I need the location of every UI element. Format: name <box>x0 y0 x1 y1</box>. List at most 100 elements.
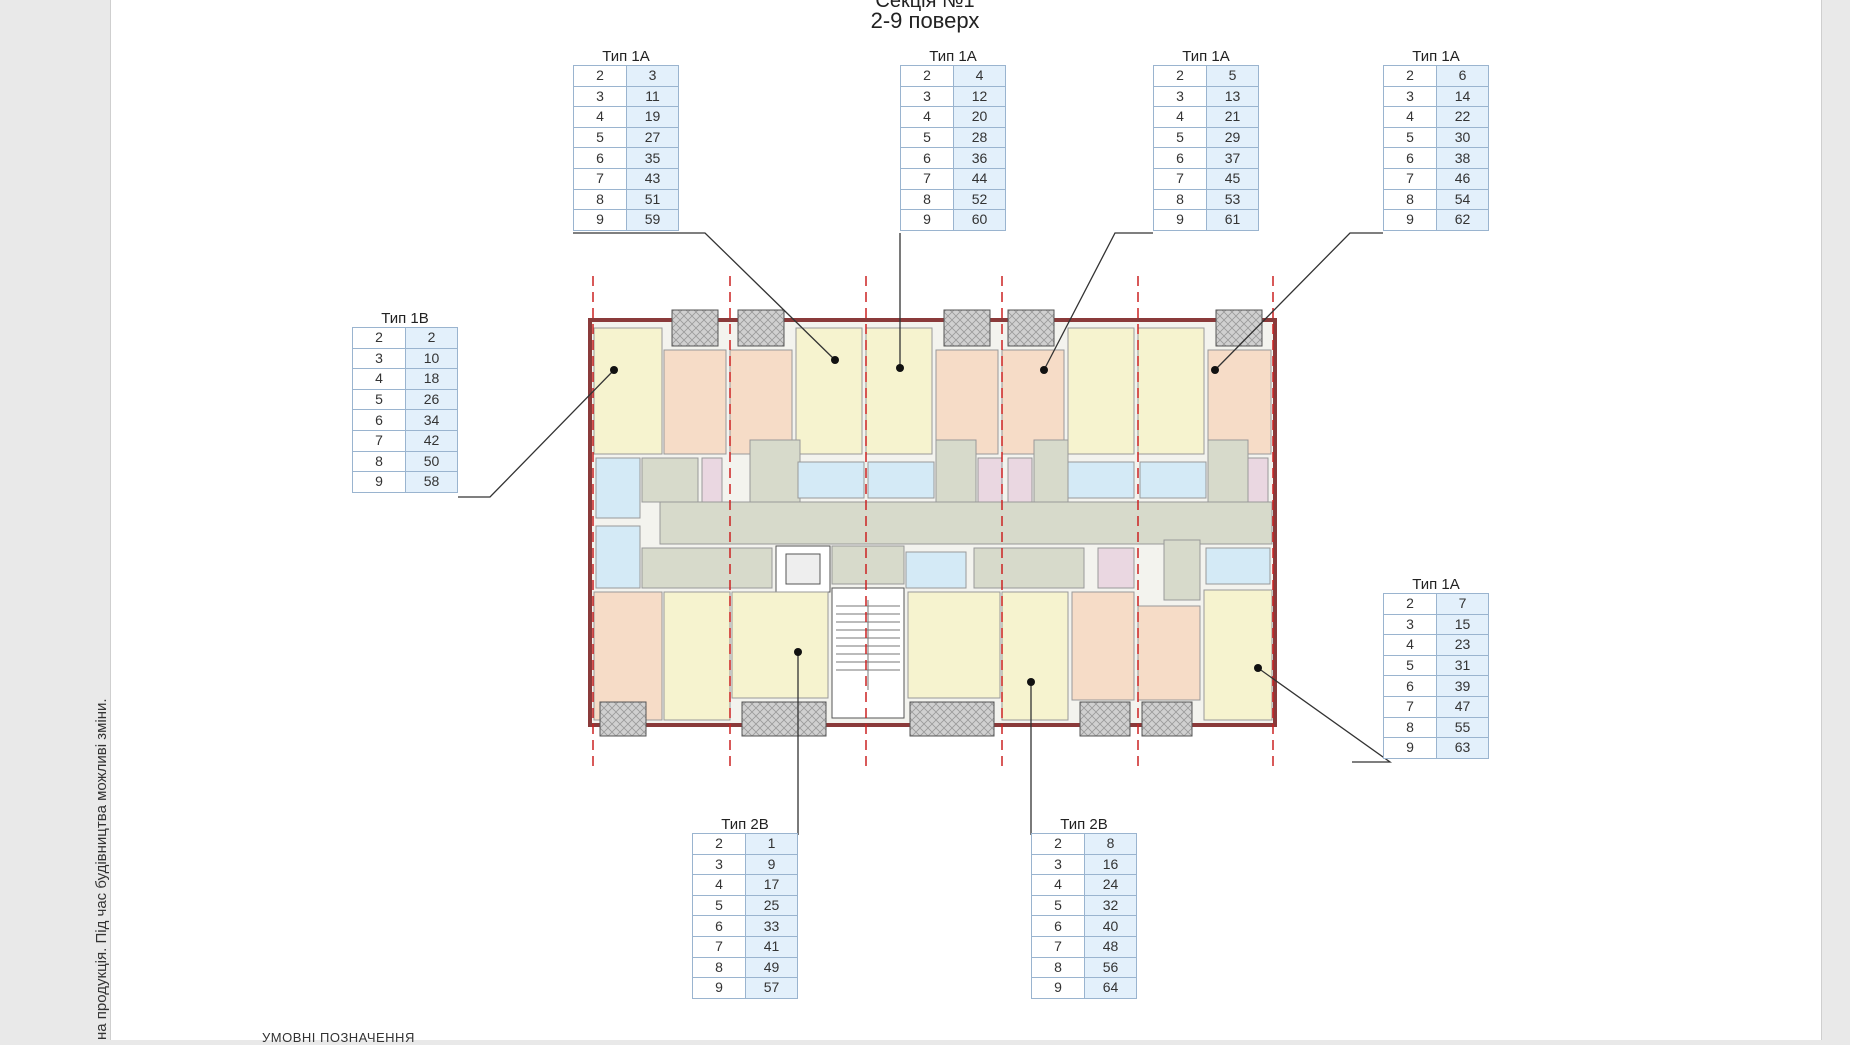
apartment-type-label: Тип 1А <box>1182 48 1230 65</box>
upper-service-band <box>595 439 1269 519</box>
balcony <box>1215 309 1263 347</box>
apartment-type-label: Тип 2В <box>721 816 769 833</box>
floor-number-cell: 5 <box>900 126 954 149</box>
balcony <box>1079 701 1131 737</box>
room-bedroom <box>663 349 727 455</box>
floor-number-cell: 8 <box>1153 188 1207 211</box>
apartment-number-cell: 52 <box>953 188 1006 211</box>
section-title: Секція №1 <box>875 0 975 12</box>
apartment-number-cell: 55 <box>1436 716 1489 739</box>
lobby <box>831 545 905 585</box>
apartment-number-cell: 31 <box>1436 654 1489 677</box>
apartment-number-cell: 21 <box>1206 106 1259 128</box>
apartment-number-cell: 35 <box>626 147 679 169</box>
apartment-number-cell: 50 <box>405 450 458 473</box>
apartment-number-cell: 57 <box>745 977 798 999</box>
apartment-number-cell: 7 <box>1436 593 1489 615</box>
room-bedroom <box>1137 605 1201 701</box>
floor-number-cell: 6 <box>1383 147 1437 169</box>
apartment-number-cell: 19 <box>626 106 679 128</box>
floor-number-cell: 4 <box>1383 106 1437 128</box>
bottom-rooms <box>593 589 1273 721</box>
floor-number-cell: 7 <box>900 167 954 190</box>
hall <box>973 547 1085 589</box>
floor-number-cell: 5 <box>1383 126 1437 149</box>
hall <box>749 439 801 503</box>
stairwell <box>831 587 905 719</box>
central-corridor <box>659 501 1273 545</box>
apartment-number-cell: 43 <box>626 167 679 190</box>
apartment-number-cell: 1 <box>745 833 798 855</box>
floor-number-cell: 4 <box>573 106 627 128</box>
apartment-number-cell: 15 <box>1436 613 1489 636</box>
apartment-number-cell: 2 <box>405 327 458 349</box>
floor-number-cell: 2 <box>352 327 406 349</box>
room-living <box>593 327 663 455</box>
apartment-number-cell: 8 <box>1084 833 1137 855</box>
floor-number-cell: 2 <box>692 833 746 855</box>
wc <box>1097 547 1135 589</box>
room-living <box>1203 589 1273 721</box>
balcony <box>671 309 719 347</box>
floor-number-cell: 7 <box>352 429 406 452</box>
room-bedroom <box>1071 591 1135 701</box>
apartment-type-label: Тип 1А <box>602 48 650 65</box>
apartment-number-cell: 59 <box>626 209 679 231</box>
apartment-number-cell: 58 <box>405 471 458 493</box>
floor-number-cell: 2 <box>1383 65 1437 87</box>
top-balconies <box>671 309 1263 347</box>
floor-number-cell: 9 <box>1383 209 1437 231</box>
apartment-number-cell: 14 <box>1436 85 1489 108</box>
wc <box>1247 457 1269 503</box>
hall <box>1163 539 1201 601</box>
apartment-number-cell: 9 <box>745 853 798 876</box>
apartment-number-cell: 13 <box>1206 85 1259 108</box>
apartment-number-cell: 17 <box>745 874 798 896</box>
floor-number-cell: 9 <box>692 977 746 999</box>
apartment-number-cell: 56 <box>1084 956 1137 979</box>
floor-number-cell: 6 <box>352 409 406 431</box>
leader-dots <box>610 356 1262 686</box>
bathroom <box>595 457 641 519</box>
top-rooms <box>593 327 1272 455</box>
floor-number-cell: 3 <box>1153 85 1207 108</box>
apartment-number-cell: 62 <box>1436 209 1489 231</box>
room-living <box>1067 327 1135 455</box>
room-bedroom <box>729 349 793 455</box>
balcony <box>943 309 991 347</box>
apartment-number-cell: 44 <box>953 167 1006 190</box>
room-living <box>663 591 731 721</box>
apartment-number-cell: 60 <box>953 209 1006 231</box>
apartment-number-cell: 49 <box>745 956 798 979</box>
floor-number-cell: 9 <box>573 209 627 231</box>
apartment-number-cell: 6 <box>1436 65 1489 87</box>
apartment-number-cell: 54 <box>1436 188 1489 211</box>
room-bedroom <box>1207 349 1272 455</box>
